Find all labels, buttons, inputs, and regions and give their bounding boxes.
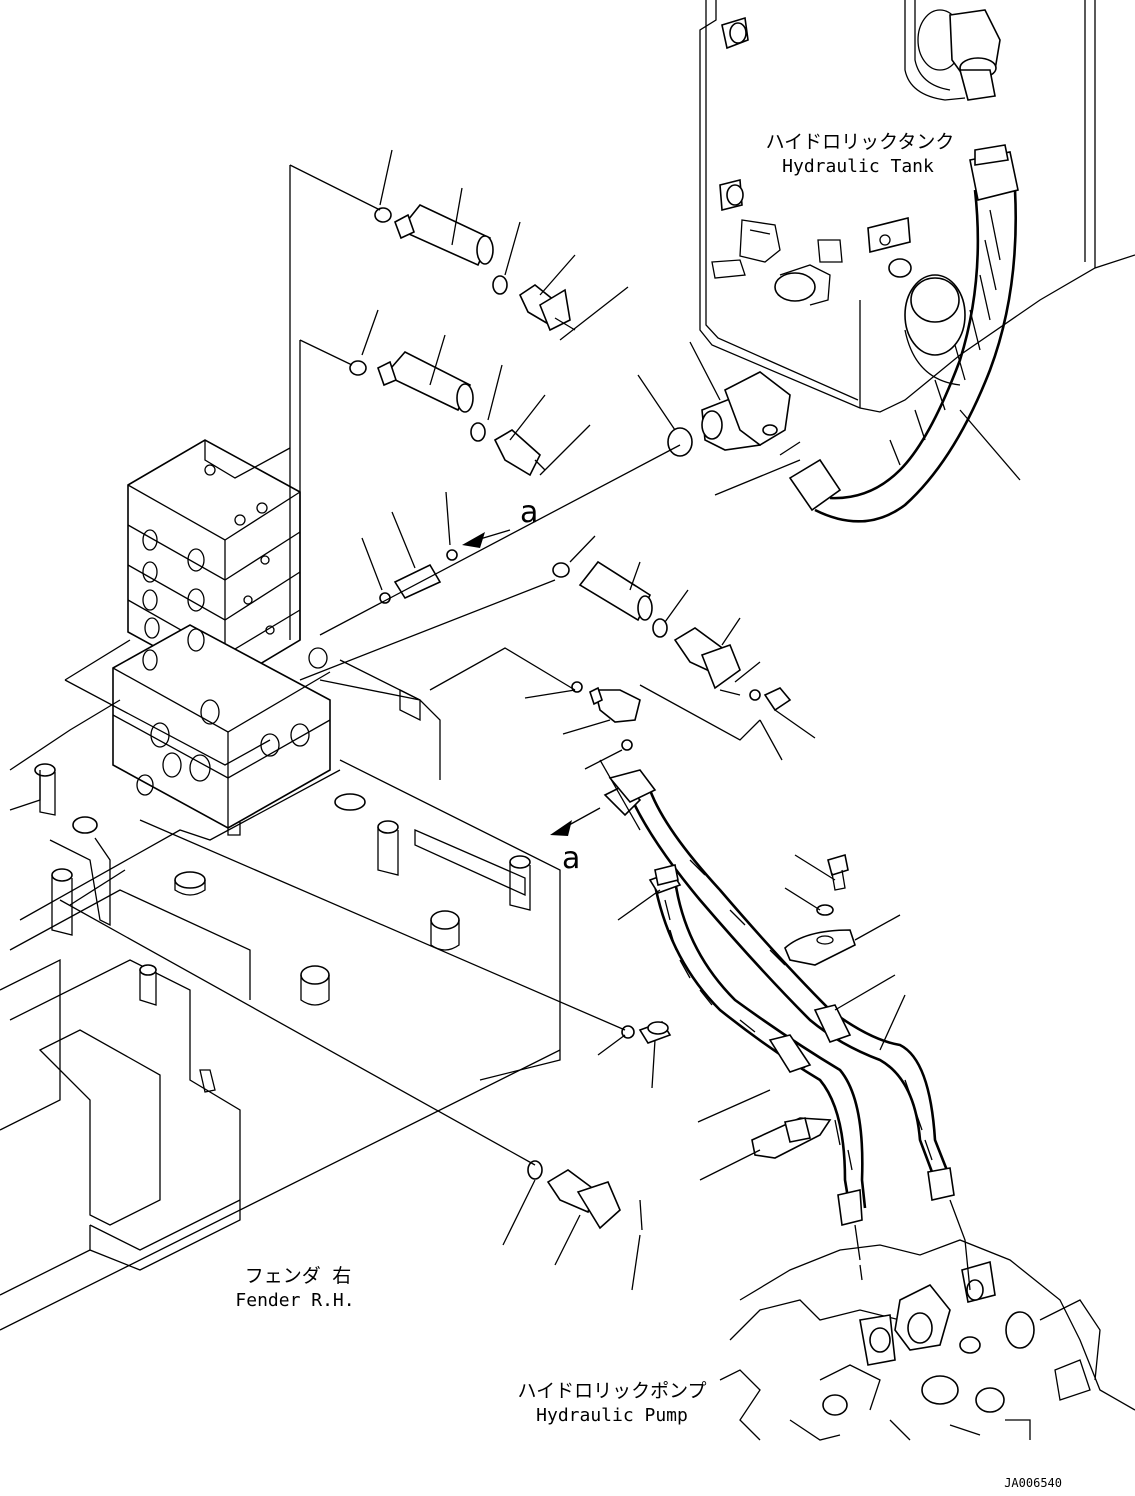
- hydraulic-tank: ハイドロリックタンク Hydraulic Tank: [699, 0, 1135, 413]
- control-valve: [112, 439, 331, 836]
- tank-label-en: Hydraulic Tank: [782, 156, 934, 177]
- pump-label-en: Hydraulic Pump: [536, 1405, 688, 1426]
- fender-label-en: Fender R.H.: [235, 1290, 354, 1311]
- tank-label-jp: ハイドロリックタンク: [766, 131, 955, 153]
- leader-lines: [59, 149, 906, 1291]
- hydraulic-pump: ハイドロリックポンプ Hydraulic Pump: [517, 1239, 1135, 1441]
- view-marker-a-upper: a: [520, 495, 538, 530]
- fender-label-jp: フェンダ 右: [245, 1265, 351, 1287]
- drawing-number: JA006540: [1004, 1476, 1062, 1490]
- frame-and-fender: フェンダ 右 Fender R.H.: [0, 659, 561, 1331]
- view-marker-a-lower: a: [562, 841, 580, 876]
- view-arrows: a a: [462, 495, 601, 876]
- pump-label-jp: ハイドロリックポンプ: [517, 1380, 706, 1402]
- clamps-and-bolts: [638, 853, 856, 1159]
- exploded-fittings: [349, 204, 801, 1231]
- o-ring-1: [374, 207, 392, 223]
- tank-return-hose: [788, 144, 1021, 523]
- pump-hoses: [603, 769, 971, 1291]
